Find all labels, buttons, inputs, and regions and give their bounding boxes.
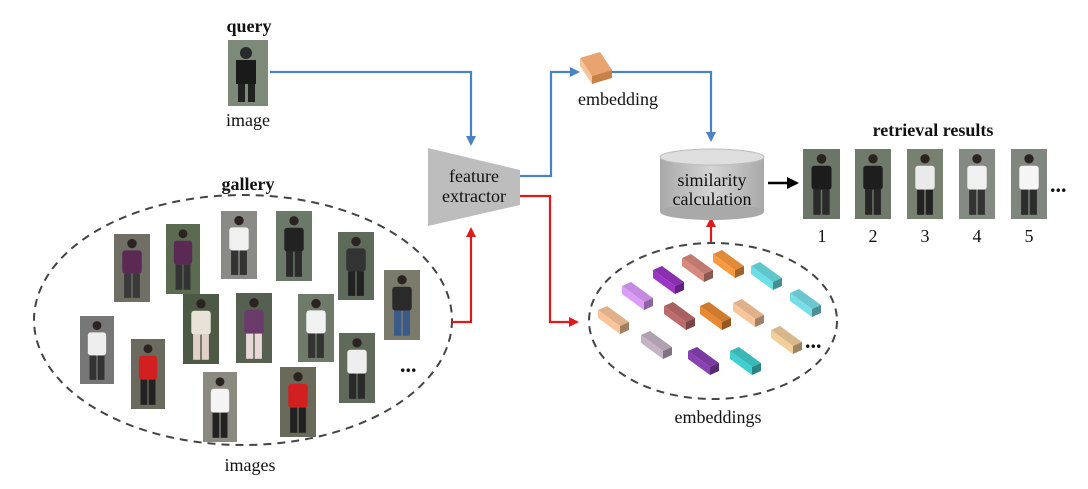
retrieval-result-image xyxy=(1011,149,1047,219)
rank-label: 4 xyxy=(973,226,982,246)
gallery-image xyxy=(131,339,165,409)
embedding-bar xyxy=(751,262,782,290)
gallery-image xyxy=(276,211,312,281)
retrieval-result-image xyxy=(803,149,840,219)
retrieval-rank-labels: 1 2 3 4 5 xyxy=(818,226,1034,246)
retrieval-result-images xyxy=(803,149,1047,219)
feature-extractor-line2: extractor xyxy=(442,186,506,206)
query-to-extractor-arrow xyxy=(270,70,476,146)
gallery-image xyxy=(221,211,257,279)
gallery-image xyxy=(166,224,200,294)
embedding-bar xyxy=(598,306,629,334)
query-image xyxy=(228,40,268,106)
query-caption: image xyxy=(226,110,270,130)
gallery-image xyxy=(114,234,150,302)
gallery-image xyxy=(236,293,272,363)
query-title: query xyxy=(227,16,272,36)
gallery-image xyxy=(203,372,237,442)
embedding-bar xyxy=(790,289,821,317)
gallery-image xyxy=(280,367,316,437)
feature-extractor-shape xyxy=(428,148,520,226)
embedding-bar xyxy=(641,331,672,359)
gallery-title: gallery xyxy=(222,174,275,194)
retrieval-result-image xyxy=(907,149,943,219)
gallery-to-extractor-arrow xyxy=(452,227,476,324)
retrieval-result-image xyxy=(855,149,891,219)
retrieval-result-image xyxy=(959,149,995,219)
gallery-ellipse xyxy=(33,194,453,446)
gallery-image xyxy=(339,333,375,403)
retrieval-results-title: retrieval results xyxy=(873,120,994,140)
similarity-line1: similarity xyxy=(678,170,747,190)
similarity-calculation-cylinder xyxy=(659,148,765,220)
rank-label: 2 xyxy=(869,226,878,246)
embedding-caption: embedding xyxy=(578,89,658,109)
extractor-to-embeddings-arrow xyxy=(520,194,579,327)
extractor-to-embedding-arrow xyxy=(520,67,580,178)
similarity-line2: calculation xyxy=(673,189,752,209)
embedding-bar xyxy=(771,326,802,354)
embeddings-ellipsis: ... xyxy=(805,328,822,353)
embedding-bar xyxy=(682,254,713,282)
gallery-image xyxy=(384,270,420,340)
rank-label: 3 xyxy=(921,226,930,246)
embeddings-caption: embeddings xyxy=(675,407,762,427)
feature-extractor-line1: feature xyxy=(449,166,499,186)
embedding-bar xyxy=(622,282,653,310)
rank-label: 5 xyxy=(1025,226,1034,246)
gallery-image xyxy=(338,232,374,300)
embedding-bar xyxy=(733,299,764,327)
embedding-bar xyxy=(700,302,731,330)
embedding-bar xyxy=(688,347,719,375)
gallery-images xyxy=(80,211,420,442)
embedding-bar xyxy=(664,302,695,330)
gallery-image xyxy=(183,294,219,364)
embedding-bar xyxy=(713,250,744,278)
gallery-caption: images xyxy=(225,455,276,475)
gallery-ellipsis: ... xyxy=(400,352,417,377)
embedding-bar xyxy=(653,266,684,294)
embedding-bars xyxy=(598,250,821,375)
results-ellipsis: ... xyxy=(1050,172,1067,197)
embedding-to-similarity-arrow xyxy=(612,70,716,142)
query-embedding-bar xyxy=(580,52,612,84)
embeddings-ellipse xyxy=(588,242,838,400)
gallery-image xyxy=(298,294,334,362)
gallery-image xyxy=(80,316,114,384)
embedding-bar xyxy=(730,347,761,375)
rank-label: 1 xyxy=(818,226,827,246)
